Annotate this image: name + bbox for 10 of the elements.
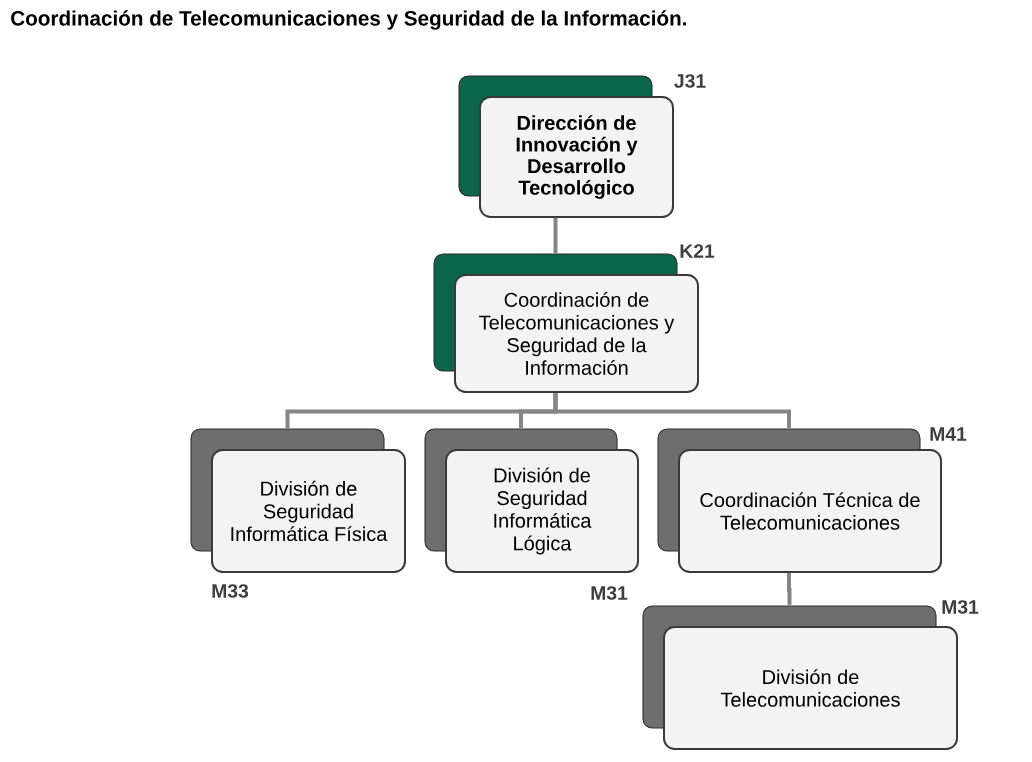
- position-code: M33: [212, 584, 249, 598]
- position-code: J31: [674, 74, 706, 88]
- connector-line: [553, 393, 791, 428]
- connector-line: [553, 218, 558, 253]
- org-box: División de Seguridad Informática Lógica: [424, 428, 639, 573]
- connector-line: [787, 573, 792, 605]
- org-box: División de Seguridad Informática Física: [190, 428, 406, 573]
- position-code: M31: [591, 586, 628, 600]
- title: Coordinación de Telecomunicaciones y Seguridad de la Información.: [11, 10, 686, 30]
- org-box: Dirección de Innovación y Desarrollo Tecnológico: [458, 75, 674, 218]
